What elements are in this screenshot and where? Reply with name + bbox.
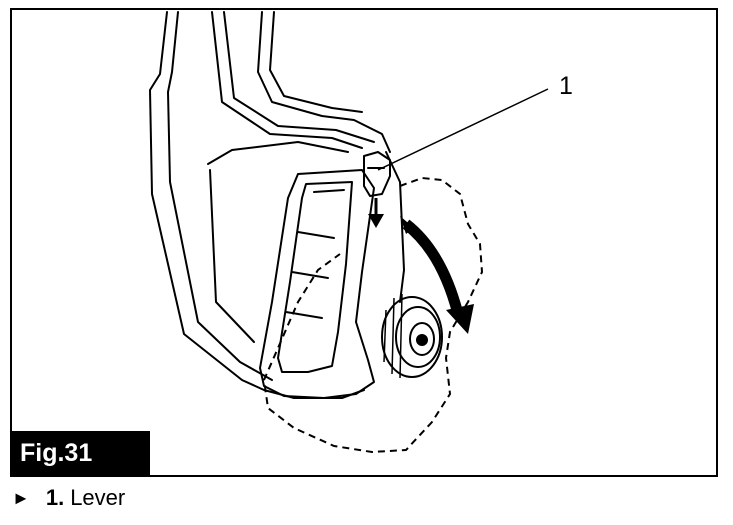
illustration: 1: [149, 11, 573, 454]
cover-rib-4: [285, 311, 323, 319]
housing-front: [385, 151, 405, 303]
curved-arrow-icon: [400, 216, 474, 334]
latch-body: [363, 151, 391, 197]
cover-inner: [277, 181, 353, 373]
legend: ► 1. Lever: [12, 483, 125, 513]
legend-text: Lever: [70, 485, 126, 510]
cover-rib-3: [291, 271, 329, 279]
side-panel: [207, 141, 349, 165]
handle-top-back-inner: [223, 11, 375, 143]
cover-rib: [313, 189, 345, 193]
side-panel-lower: [209, 169, 255, 343]
tool-body-outline: [149, 11, 365, 399]
handle-inner-left: [167, 11, 273, 381]
callout-1-number: 1: [559, 72, 573, 100]
knob: [381, 293, 443, 379]
arrow-marker-icon: ►: [12, 487, 30, 508]
callout-leader: [377, 88, 549, 171]
handle-grip-line: [257, 11, 391, 153]
figure-frame: 1 Fig.31: [10, 8, 718, 477]
cover-rib-2: [297, 231, 335, 239]
legend-number: 1.: [45, 485, 65, 510]
handle-grip-line-2: [269, 11, 363, 113]
down-arrow-icon: [368, 198, 384, 228]
figure-label: Fig.31: [12, 431, 150, 475]
dashed-cover-outline: [262, 176, 484, 454]
handle-top-back: [211, 11, 363, 149]
cover-outline: [259, 169, 375, 399]
